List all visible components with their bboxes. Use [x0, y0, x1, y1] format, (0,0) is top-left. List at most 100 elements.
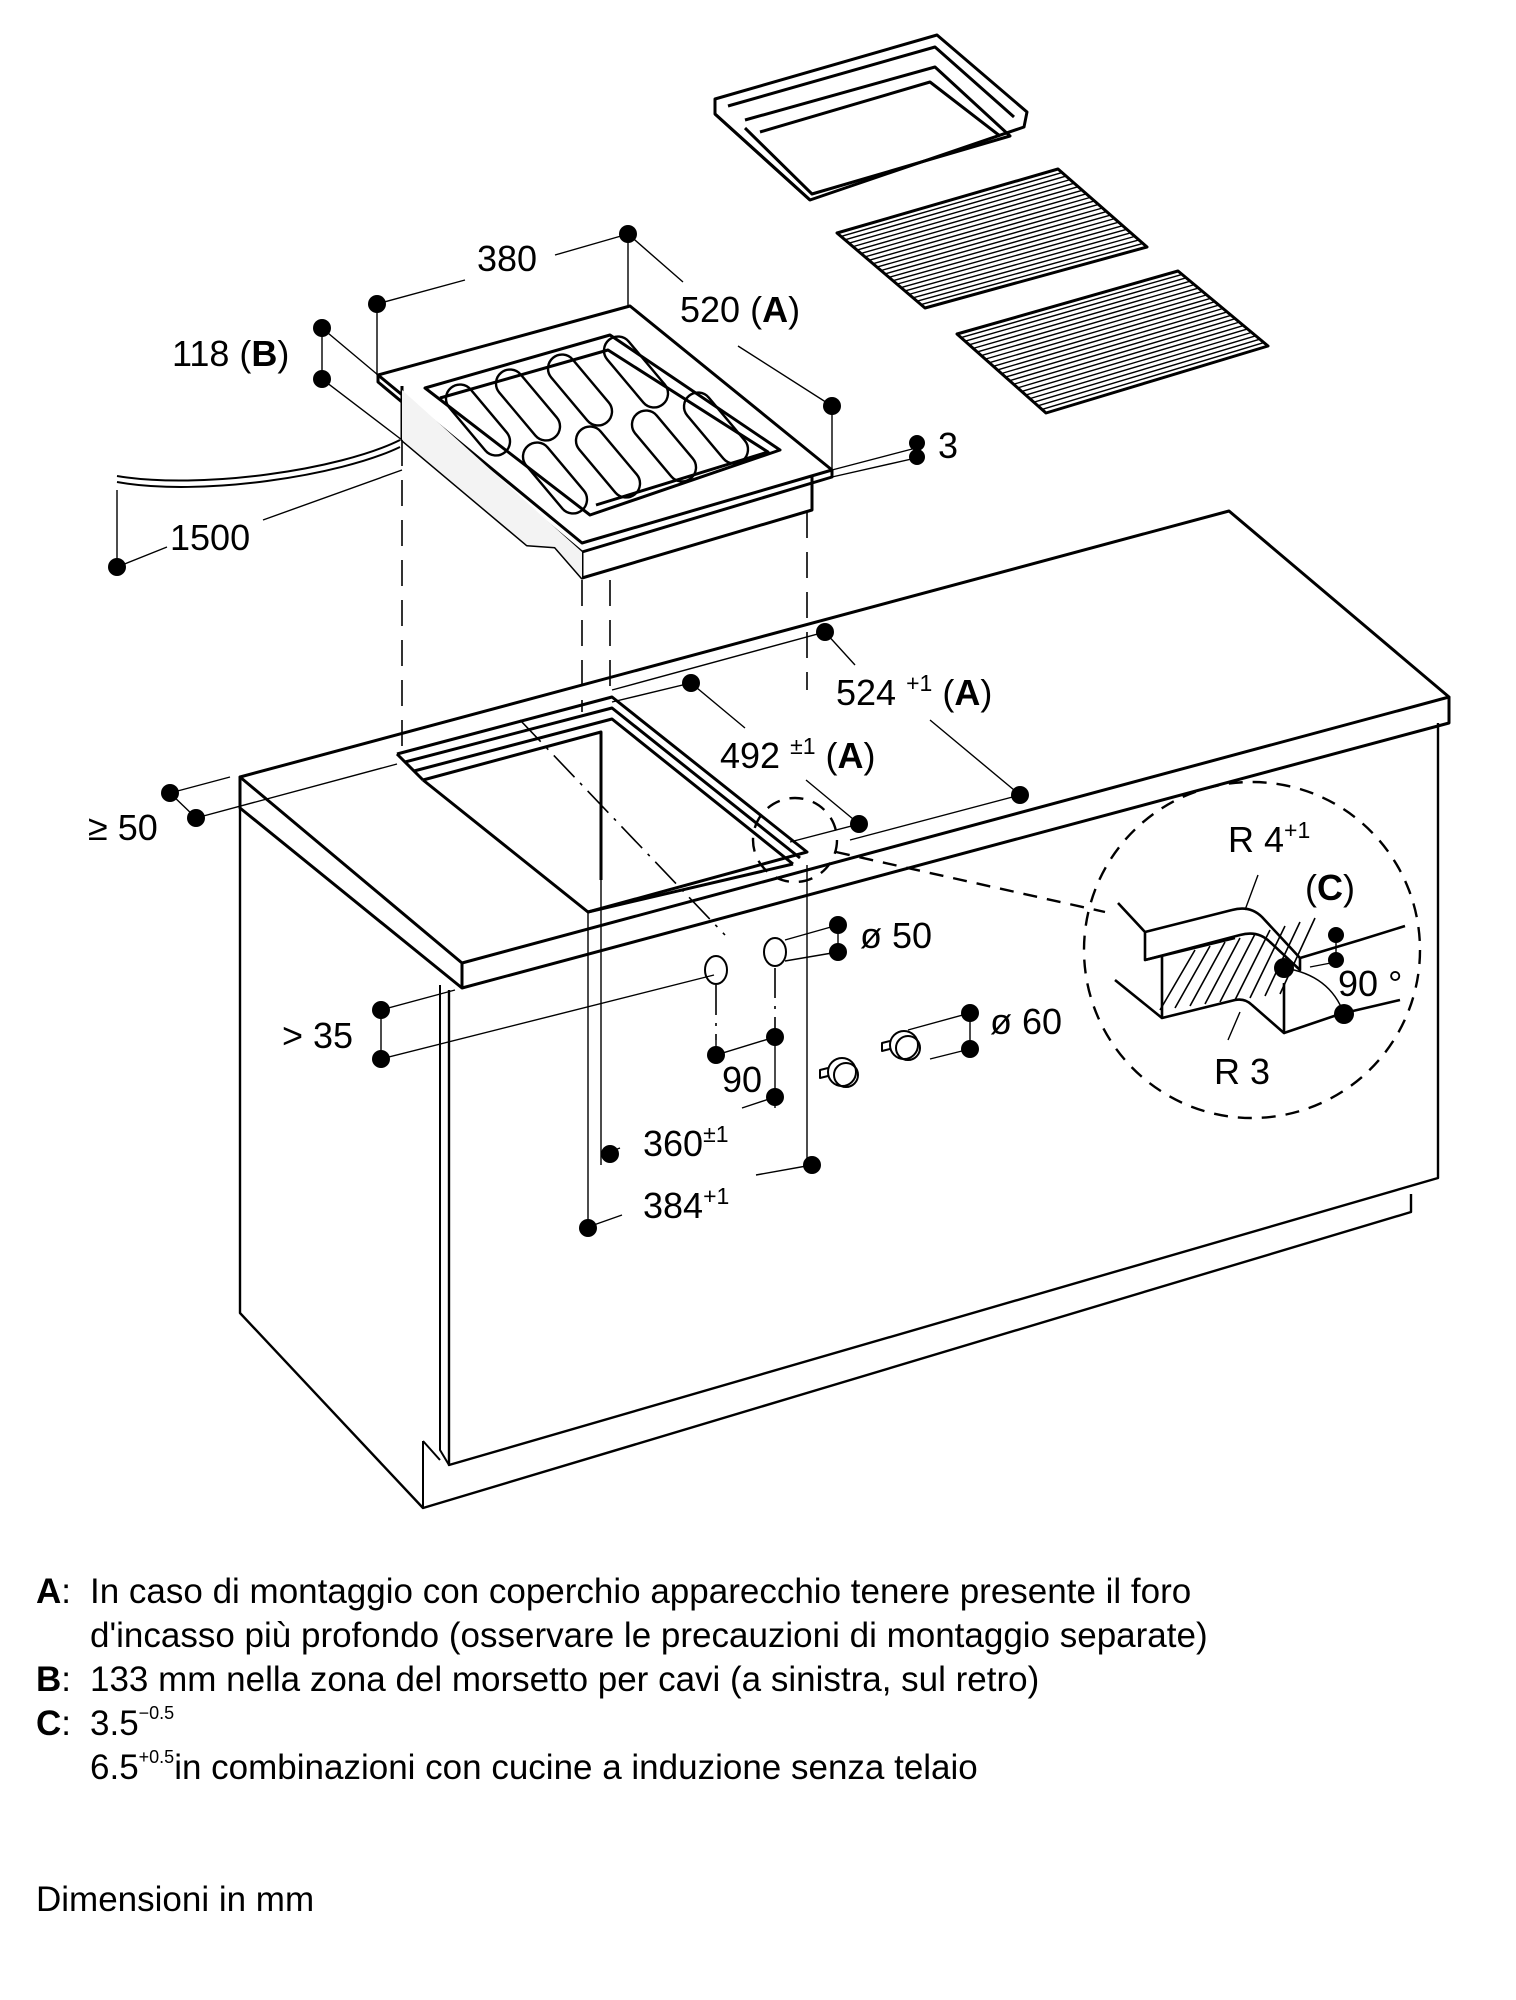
rib-line	[1005, 311, 1228, 378]
rib-line	[977, 287, 1199, 353]
control-knob	[881, 1030, 921, 1061]
label-frame-overhang: 3	[938, 425, 958, 466]
rib-line	[860, 189, 1083, 255]
rib-line	[920, 242, 1144, 306]
heating-coil	[682, 391, 750, 465]
note-tolerance: +0.5	[138, 1747, 175, 1767]
rib-line	[993, 301, 1216, 367]
rib-line	[1204, 937, 1241, 1005]
rib-line	[997, 304, 1220, 371]
cable-hole	[763, 937, 787, 967]
note-b: B 133 mm nella zona del morsetto per cav…	[36, 1658, 1496, 1702]
label-cable-length: 1500	[170, 517, 250, 558]
rib-line	[1189, 941, 1226, 1007]
heating-coil	[630, 409, 698, 483]
note-key: B	[36, 1658, 90, 1702]
rib-line	[900, 225, 1123, 289]
heating-coil	[574, 425, 642, 499]
rib-line	[972, 283, 1195, 350]
label-knob-diameter: ø 60	[990, 1001, 1062, 1042]
label-detail-radius-top: R 4+1	[1228, 817, 1310, 860]
detail-callout	[751, 780, 1422, 1120]
label-hole-diameter: ø 50	[860, 915, 932, 956]
rib-line	[989, 297, 1211, 364]
label-cutout-inner-depth: 492 ±1 (A)	[720, 733, 876, 776]
heating-coil	[602, 335, 670, 409]
rib-line	[888, 214, 1111, 278]
rib-line	[1001, 307, 1224, 375]
note-line: d'incasso più profondo (osservare le pre…	[90, 1616, 1208, 1655]
rib-line	[1013, 318, 1236, 385]
rib-line	[968, 280, 1191, 346]
power-cable	[116, 439, 401, 482]
rib-line	[916, 239, 1140, 302]
installation-drawing: 380 520 (A) 118 (B) 3 1500 524 +1 (A) 49…	[88, 33, 1451, 1510]
grill-plate-1	[835, 167, 1149, 310]
label-appliance-height: 118 (B)	[172, 333, 289, 374]
label-detail-radius-bottom: R 3	[1214, 1051, 1270, 1092]
rib-line	[1174, 945, 1211, 1009]
rib-line	[981, 290, 1203, 357]
label-cutout-outer-depth: 524 +1 (A)	[836, 670, 992, 713]
rib-line	[880, 207, 1103, 272]
note-c: C 3.5−0.5 6.5+0.5in combinazioni con cuc…	[36, 1702, 1496, 1790]
rib-line	[1249, 925, 1286, 999]
note-a: A In caso di montaggio con coperchio app…	[36, 1570, 1496, 1658]
label-cutout-outer-width: 384+1	[643, 1183, 729, 1226]
rib-line	[872, 200, 1095, 265]
rib-line	[1029, 331, 1252, 400]
base-cabinet	[238, 723, 1440, 1510]
note-key: C	[36, 1702, 90, 1790]
label-cutout-inner-width: 360±1	[643, 1121, 729, 1164]
rib-line	[896, 221, 1119, 285]
note-line: in combinazioni con cucine a induzione s…	[174, 1748, 978, 1787]
rib-line	[892, 217, 1115, 282]
control-knob	[819, 1057, 859, 1088]
rib-line	[1234, 929, 1271, 1001]
griddle-tray	[713, 33, 1029, 202]
rib-line	[960, 273, 1183, 339]
rib-line	[1041, 341, 1265, 411]
rib-line	[908, 232, 1132, 296]
rib-line	[852, 182, 1075, 248]
worktop	[238, 509, 1451, 990]
heating-coil	[546, 353, 614, 427]
label-detail-angle: 90 °	[1338, 963, 1402, 1004]
heating-coil	[444, 383, 512, 457]
rib-line	[904, 228, 1127, 292]
rib-line	[844, 175, 1067, 241]
label-appliance-depth: 520 (A)	[680, 289, 800, 330]
rib-line	[840, 171, 1063, 238]
projection-lines	[401, 440, 808, 1222]
rib-line	[964, 277, 1187, 342]
heating-coil	[494, 368, 562, 442]
rib-line	[985, 294, 1207, 360]
label-hole-spacing: 90	[722, 1059, 762, 1100]
grill-plate-2	[955, 269, 1270, 415]
rib-line	[1017, 321, 1240, 389]
rib-line	[1033, 335, 1256, 403]
rib-line	[856, 186, 1079, 251]
rib-line	[868, 196, 1091, 261]
rib-line	[884, 210, 1107, 275]
note-tolerance: −0.5	[138, 1703, 175, 1723]
label-below-worktop: > 35	[282, 1015, 353, 1056]
rib-line	[848, 178, 1071, 244]
units-label: Dimensioni in mm	[36, 1880, 315, 1919]
label-appliance-width: 380	[477, 238, 537, 279]
rib-line	[912, 235, 1136, 299]
rib-line	[1009, 314, 1232, 382]
rib-line	[1219, 933, 1256, 1003]
hob-appliance	[376, 304, 834, 580]
rib-line	[864, 193, 1087, 258]
note-line: In caso di montaggio con coperchio appar…	[90, 1572, 1192, 1611]
label-detail-ref-c: (C)	[1305, 867, 1355, 908]
heating-coil	[521, 441, 589, 515]
rib-line	[1159, 949, 1196, 1011]
label-front-distance: ≥ 50	[88, 807, 158, 848]
note-value: 3.5	[90, 1704, 139, 1743]
rib-line	[1279, 917, 1316, 995]
rib-line	[876, 203, 1099, 268]
note-value: 6.5	[90, 1748, 139, 1787]
note-line: 133 mm nella zona del morsetto per cavi …	[90, 1660, 1040, 1699]
